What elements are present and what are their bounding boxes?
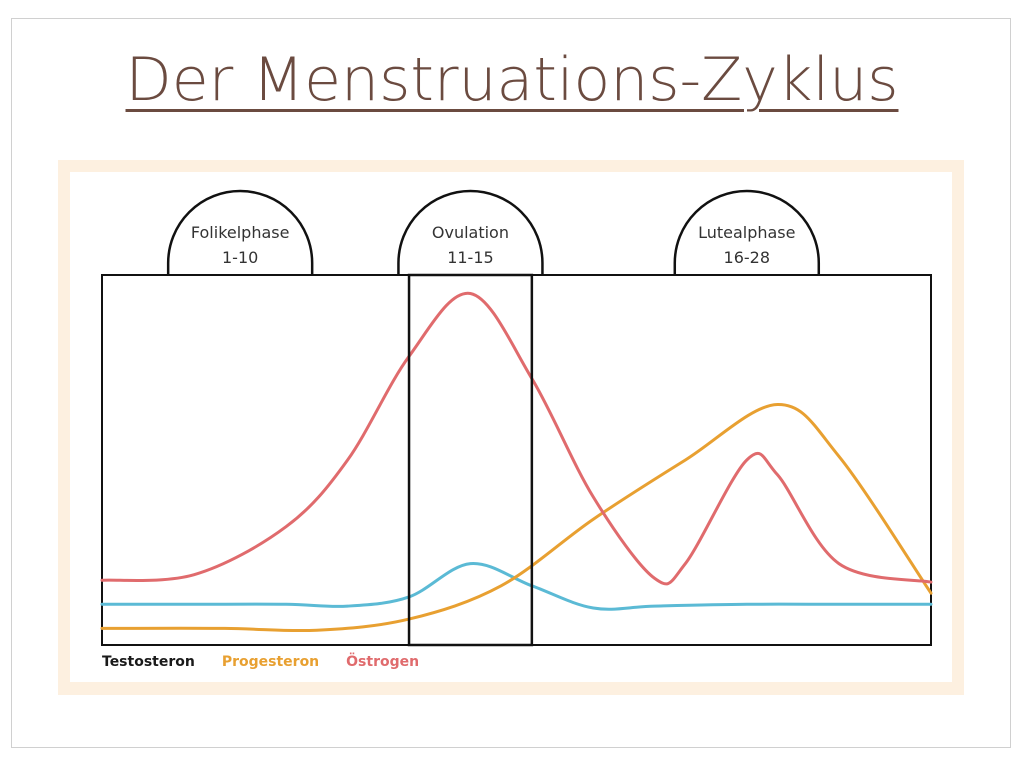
phase-dome — [166, 189, 314, 275]
phase-folikelphase: Folikelphase 1-10 — [166, 189, 314, 275]
ovulation-window — [407, 273, 534, 647]
phase-days: 16-28 — [724, 248, 771, 267]
phase-name: Folikelphase — [191, 223, 290, 242]
series-line-ostrogen — [100, 291, 933, 586]
phase-ovulation: Ovulation 11-15 — [397, 189, 544, 275]
phase-name: Ovulation — [432, 223, 509, 242]
series-line-progesteron — [100, 402, 933, 633]
phase-domes: Folikelphase 1-10 Ovulation 11-15 Lutealphas… — [166, 189, 821, 275]
slide-title: Der Menstruations-Zyklus — [125, 45, 899, 115]
legend-item-progesteron: Progesteron — [222, 654, 319, 670]
legend: Testosteron Progesteron Östrogen — [102, 652, 419, 670]
phase-days: 11-15 — [447, 248, 494, 267]
phase-days: 1-10 — [222, 248, 258, 267]
phase-dome — [397, 189, 544, 275]
phase-name: Lutealphase — [698, 223, 795, 242]
plot-frame — [101, 274, 932, 646]
phase-lutealphase: Lutealphase 16-28 — [673, 189, 821, 275]
series-layer — [100, 291, 933, 633]
legend-item-ostrogen: Östrogen — [346, 652, 419, 670]
phase-dome — [673, 189, 821, 275]
series-line-testosteron — [100, 562, 933, 611]
legend-item-testosteron: Testosteron — [102, 654, 195, 670]
